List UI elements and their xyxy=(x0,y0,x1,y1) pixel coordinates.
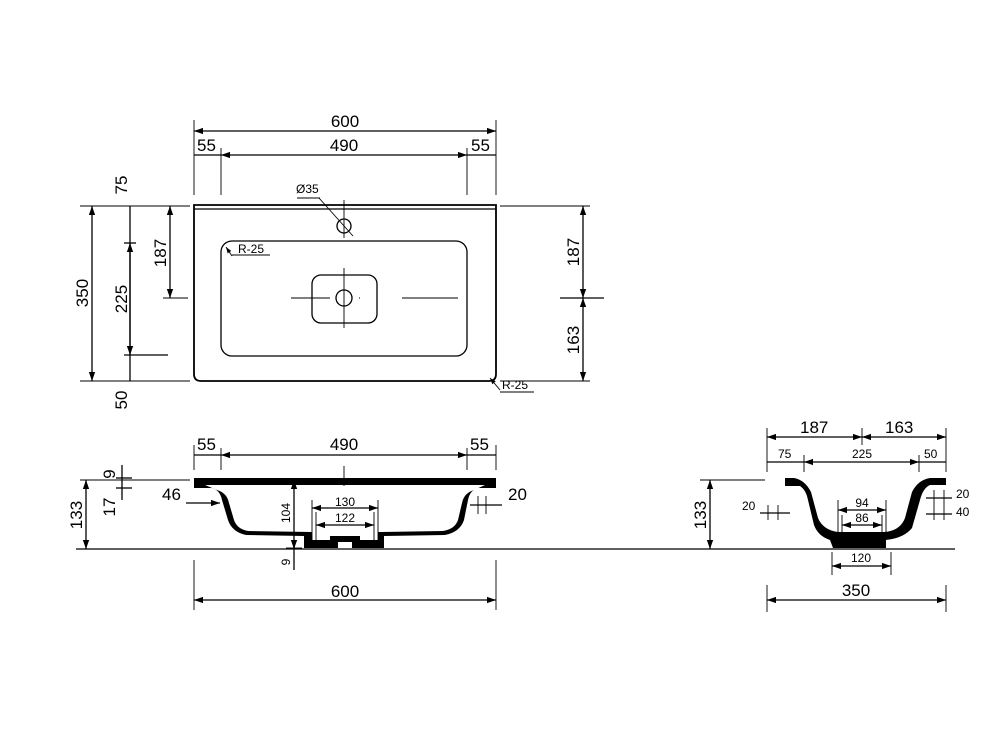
top-back-rim: 75 xyxy=(112,176,131,195)
top-width-total: 600 xyxy=(331,112,359,131)
front-section: 490 55 55 600 133 9 17 46 20 104 9 xyxy=(67,435,955,610)
front-height-total: 133 xyxy=(67,501,86,529)
outer-radius-label: R-25 xyxy=(502,378,528,392)
side-front-rim: 50 xyxy=(924,447,938,461)
side-section: 133 187 163 75 225 50 20 20 40 xyxy=(691,418,970,612)
bowl-outline xyxy=(220,240,468,357)
side-to-drain: 187 xyxy=(800,418,828,437)
inner-radius-label: R-25 xyxy=(238,242,264,256)
front-wall-left: 46 xyxy=(162,485,181,504)
front-drain-outer: 130 xyxy=(335,495,355,509)
side-drain-outer: 94 xyxy=(855,496,869,510)
side-bowl: 225 xyxy=(852,447,872,461)
top-front-rim: 50 xyxy=(112,391,131,410)
side-section-body xyxy=(767,478,946,548)
top-width-inner: 490 xyxy=(330,136,358,155)
drain-outline xyxy=(311,274,378,324)
side-base-width: 120 xyxy=(851,551,871,565)
top-depth-total: 350 xyxy=(73,279,92,307)
side-from-drain: 163 xyxy=(885,418,913,437)
front-width-inner: 490 xyxy=(330,435,358,454)
top-to-drain-left: 187 xyxy=(151,239,170,267)
side-back-rim: 75 xyxy=(778,447,792,461)
side-front-lip: 40 xyxy=(956,505,970,519)
front-margin-left: 55 xyxy=(197,435,216,454)
side-height-total: 133 xyxy=(691,501,710,529)
basin-outline xyxy=(193,204,497,382)
top-drain-to-front: 163 xyxy=(564,326,583,354)
front-bowl-height: 104 xyxy=(279,503,293,523)
front-wall-right: 20 xyxy=(508,485,527,504)
front-drain-inner: 122 xyxy=(335,511,355,525)
top-margin-left: 55 xyxy=(197,136,216,155)
side-wall-front: 20 xyxy=(956,487,970,501)
front-margin-right: 55 xyxy=(470,435,489,454)
top-margin-right: 55 xyxy=(471,136,490,155)
side-depth-total: 350 xyxy=(842,581,870,600)
side-wall-back: 20 xyxy=(742,499,756,513)
front-base: 9 xyxy=(279,558,293,565)
top-bowl-depth: 225 xyxy=(112,285,131,313)
tap-hole-label: Ø35 xyxy=(296,182,319,196)
front-lip: 17 xyxy=(100,498,119,517)
top-view: Ø35 R-25 R-25 600 490 55 55 350 75 225 5… xyxy=(73,112,604,409)
side-drain-inner: 86 xyxy=(855,511,869,525)
front-width-total: 600 xyxy=(331,582,359,601)
top-to-drain-right: 187 xyxy=(564,238,583,266)
front-rim-thickness: 9 xyxy=(100,469,119,478)
